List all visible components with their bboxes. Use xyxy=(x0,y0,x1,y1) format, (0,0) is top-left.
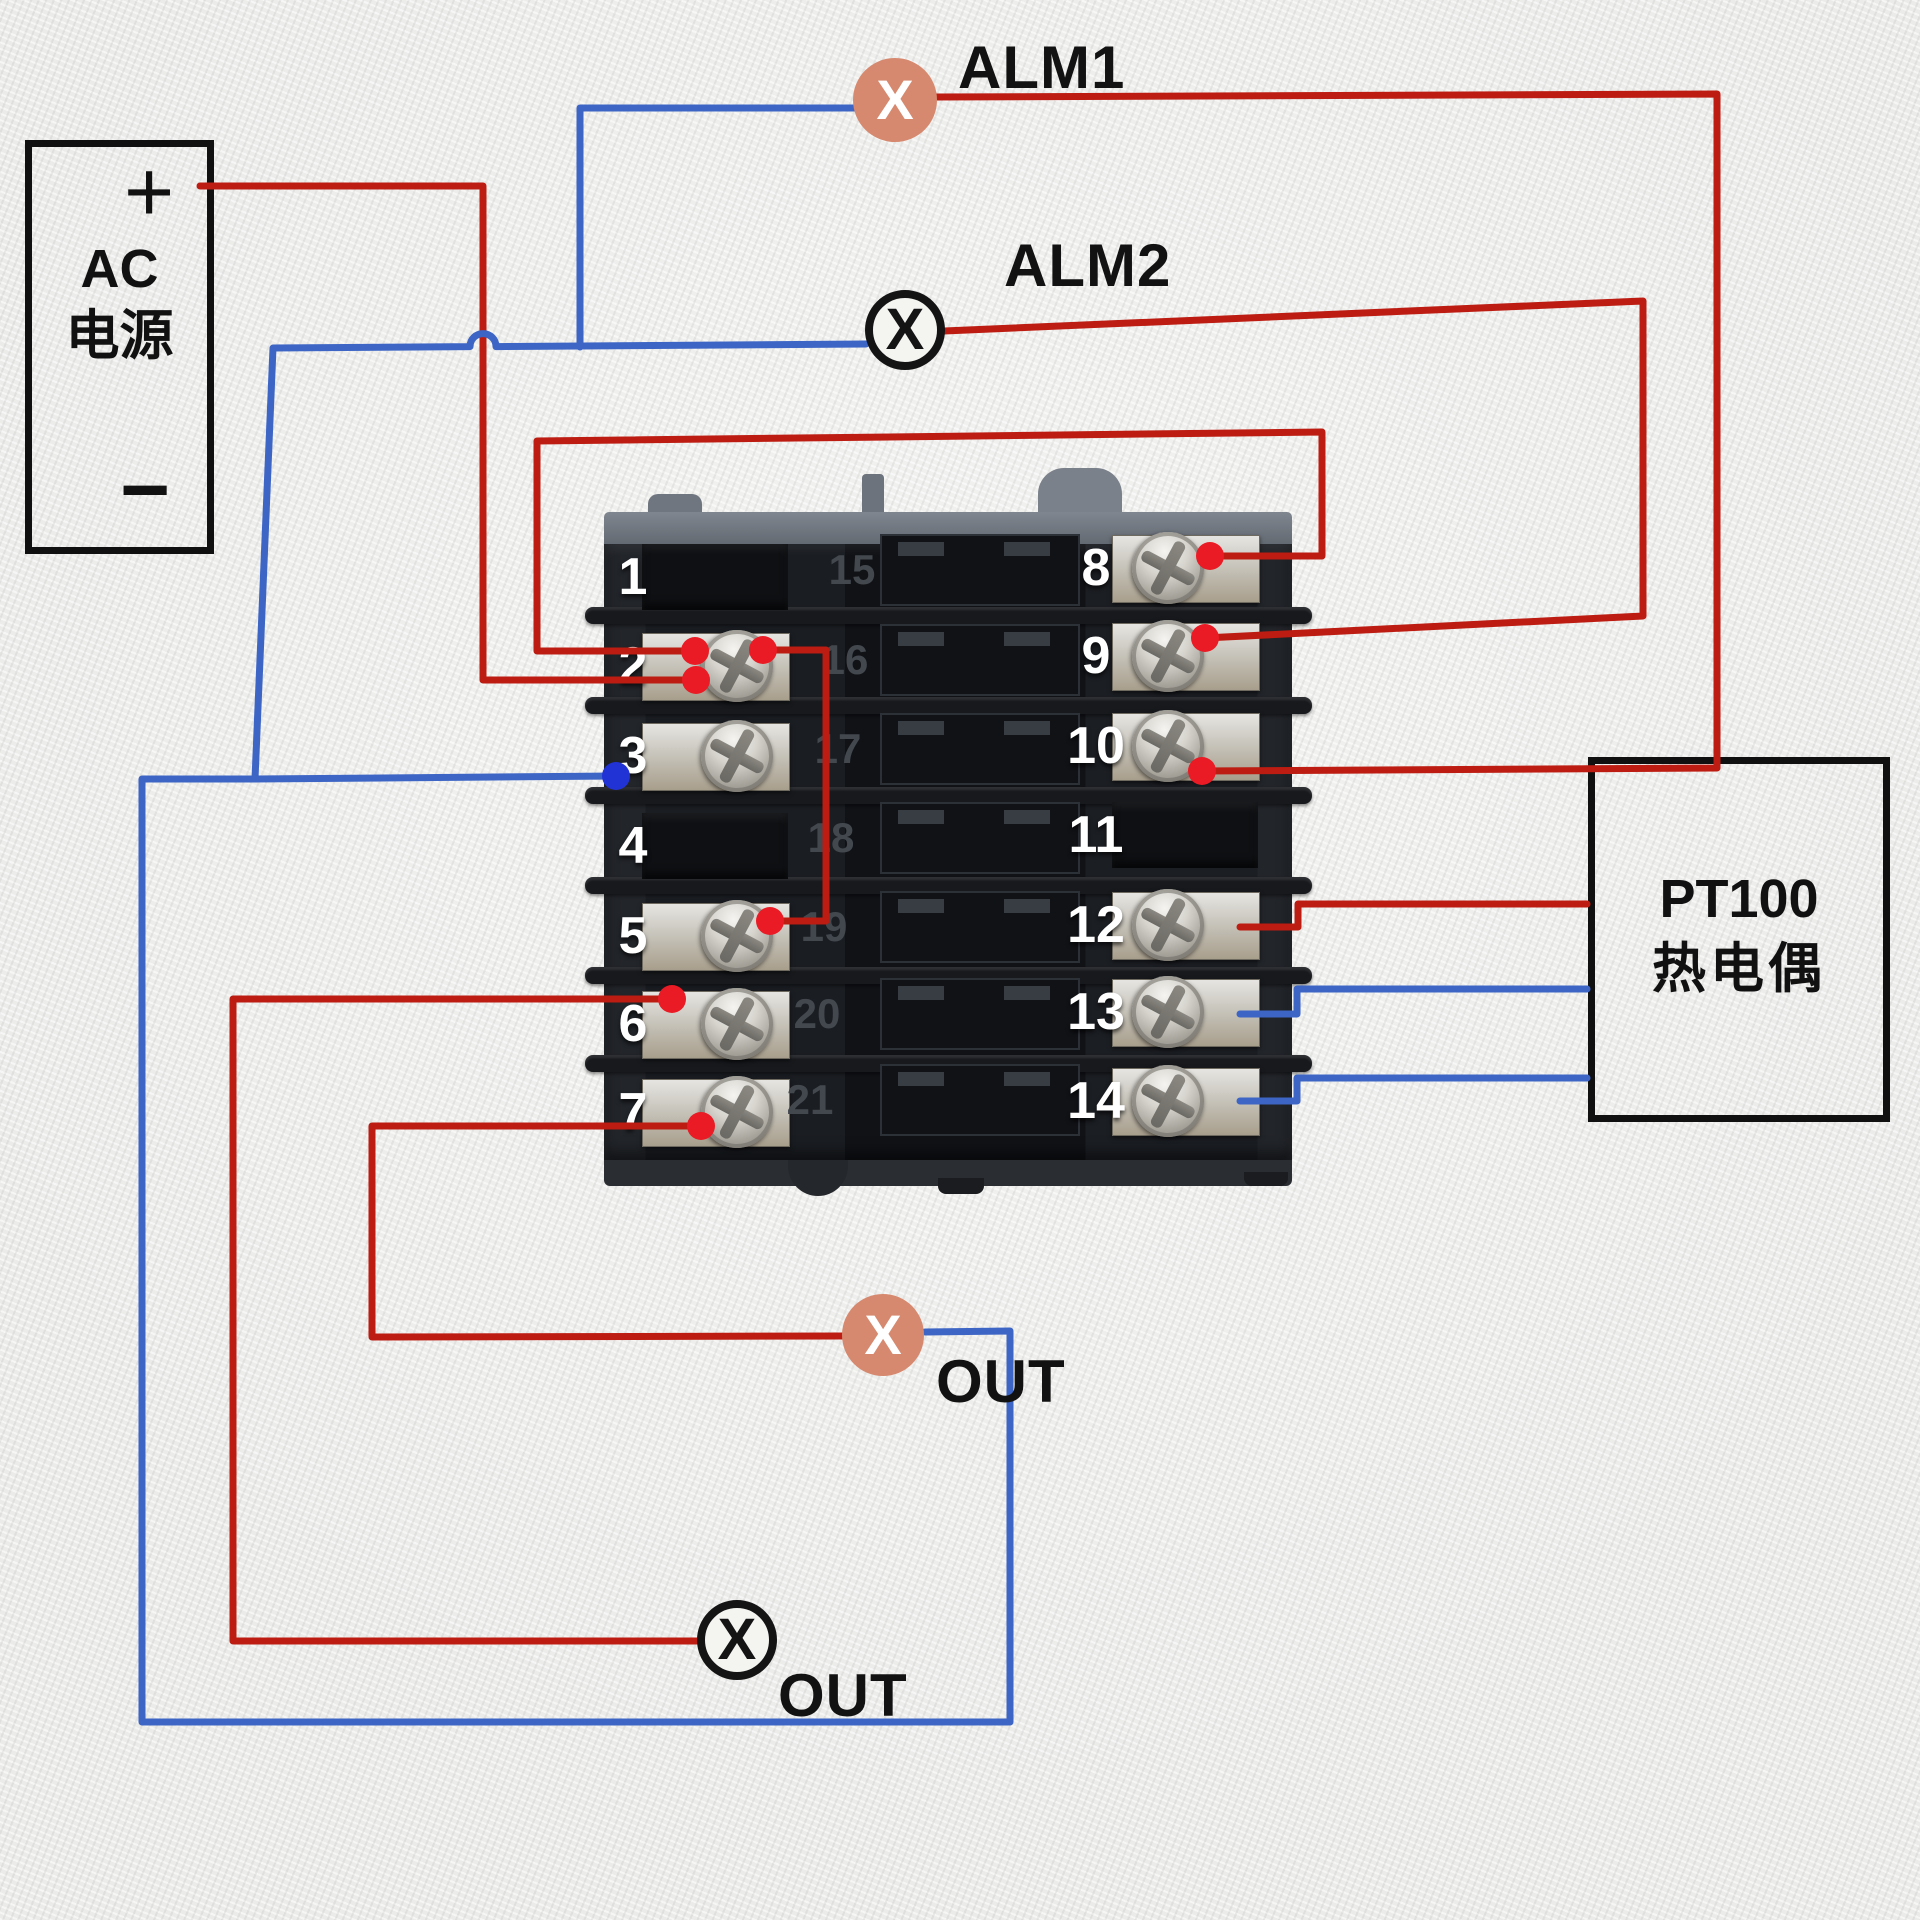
terminal-label-12: 12 xyxy=(1067,896,1125,954)
block-mount-ear xyxy=(1038,468,1122,518)
terminal-label-19: 19 xyxy=(800,903,848,950)
slot-tab xyxy=(898,1072,944,1086)
terminal-label-4: 4 xyxy=(618,817,648,875)
terminal-label-5: 5 xyxy=(618,907,648,965)
out1-label: OUT xyxy=(936,1348,1066,1415)
slot-tab xyxy=(1004,986,1050,1000)
middle-slot xyxy=(880,802,1080,874)
ac-power-box: + AC 电源 − xyxy=(25,140,214,554)
pt100-label: PT100 xyxy=(1659,869,1819,929)
ac-power-label-cn: 电源 xyxy=(65,306,174,366)
middle-slot xyxy=(880,1064,1080,1136)
x-symbol: X xyxy=(717,1607,757,1672)
terminal-slot-empty-right xyxy=(1112,802,1258,868)
wire-terminal13-to-pt100 xyxy=(1236,985,1591,1018)
terminal-label-16: 16 xyxy=(821,636,869,683)
terminal-label-13: 13 xyxy=(1067,983,1125,1041)
block-bottom-bump xyxy=(788,1160,848,1196)
ac-power-label: AC xyxy=(80,239,159,299)
out2-label: OUT xyxy=(778,1662,908,1729)
x-symbol: X xyxy=(885,297,925,362)
alm1-indicator-icon: X xyxy=(853,58,937,142)
block-foot xyxy=(1244,1172,1288,1186)
slot-tab xyxy=(898,632,944,646)
middle-slot xyxy=(880,713,1080,785)
terminal-label-11: 11 xyxy=(1068,806,1124,864)
alm1-label: ALM1 xyxy=(958,34,1126,101)
alm2-label: ALM2 xyxy=(1004,232,1172,299)
slot-tab xyxy=(1004,899,1050,913)
slot-tab xyxy=(1004,721,1050,735)
terminal-label-8: 8 xyxy=(1081,539,1111,597)
terminal-slot-empty-left xyxy=(642,813,788,879)
middle-slot xyxy=(880,891,1080,963)
terminal-label-6: 6 xyxy=(618,995,648,1053)
terminal-label-10: 10 xyxy=(1067,717,1125,775)
slot-tab xyxy=(1004,810,1050,824)
pt100-label-cn: 热电偶 xyxy=(1652,939,1826,999)
terminal-label-14: 14 xyxy=(1067,1072,1125,1130)
terminal-label-17: 17 xyxy=(814,725,862,772)
slot-tab xyxy=(1004,542,1050,556)
slot-tab xyxy=(1004,1072,1050,1086)
terminal-label-1: 1 xyxy=(618,548,648,606)
middle-slot xyxy=(880,534,1080,606)
terminal-label-20: 20 xyxy=(793,990,841,1037)
terminal-slot-empty-left xyxy=(642,544,788,610)
block-foot xyxy=(938,1178,984,1194)
middle-slot xyxy=(880,624,1080,696)
plus-sign: + xyxy=(124,144,175,240)
out2-indicator-icon: X xyxy=(697,1600,777,1680)
alm2-indicator-icon: X xyxy=(865,290,945,370)
minus-sign: − xyxy=(120,442,171,538)
terminal-label-7: 7 xyxy=(618,1083,648,1141)
slot-tab xyxy=(898,899,944,913)
terminal-label-21: 21 xyxy=(786,1076,834,1123)
terminal-label-2: 2 xyxy=(618,637,648,695)
terminal-label-9: 9 xyxy=(1081,627,1111,685)
slot-tab xyxy=(898,542,944,556)
terminal-label-18: 18 xyxy=(807,814,855,861)
terminal-label-3: 3 xyxy=(618,727,648,785)
out1-indicator-icon: X xyxy=(842,1294,924,1376)
slot-tab xyxy=(898,986,944,1000)
wire-alm1-branch xyxy=(576,104,860,351)
terminal-label-15: 15 xyxy=(828,546,876,593)
x-symbol: X xyxy=(876,68,914,131)
slot-tab xyxy=(898,810,944,824)
wire-terminal14-to-pt100 xyxy=(1236,1074,1591,1105)
pt100-sensor-box: PT100 热电偶 xyxy=(1588,757,1890,1122)
slot-tab xyxy=(1004,632,1050,646)
middle-slot xyxy=(880,978,1080,1050)
x-symbol: X xyxy=(864,1303,902,1366)
slot-tab xyxy=(898,721,944,735)
wire-junction-to-terminal3 xyxy=(251,772,620,783)
wire-terminal12-to-pt100 xyxy=(1236,900,1591,931)
